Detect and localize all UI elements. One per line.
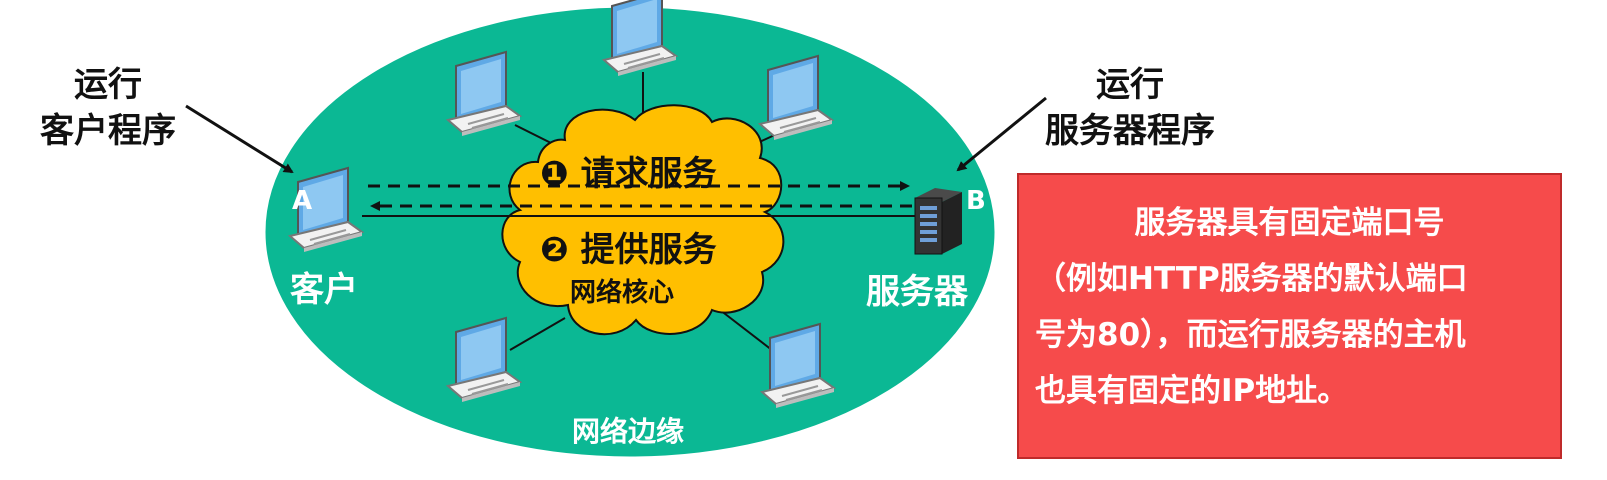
server-caption: 服务器: [866, 272, 968, 312]
client-program-label-line1: 运行: [74, 65, 142, 105]
server-program-label-line1: 运行: [1096, 65, 1164, 105]
server-pointer-arrow: [956, 96, 1047, 172]
provide-service-label: ❷ 提供服务: [540, 230, 717, 270]
note-line: 服务器具有固定端口号: [1134, 205, 1445, 241]
server-icon: [914, 188, 962, 255]
note-line: 也具有固定的IP地址。: [1035, 373, 1349, 409]
client-program-label: 运行 客户程序: [18, 62, 198, 154]
request-service-label: ❶ 请求服务: [540, 154, 717, 194]
client-program-label-line2: 客户程序: [40, 111, 176, 151]
network-core-caption: 网络核心: [570, 278, 675, 308]
network-core-cloud: [501, 104, 785, 336]
server-program-label-line2: 服务器程序: [1045, 111, 1215, 151]
network-edge-caption: 网络边缘: [572, 415, 685, 448]
client-pointer-arrow: [185, 104, 294, 174]
note-line: （例如HTTP服务器的默认端口: [1035, 261, 1468, 297]
client-letter: A: [292, 186, 313, 216]
client-caption: 客户: [290, 270, 358, 310]
server-letter: B: [966, 186, 986, 216]
server-port-note: 服务器具有固定端口号 （例如HTTP服务器的默认端口 号为80），而运行服务器的…: [1017, 173, 1562, 459]
server-program-label: 运行 服务器程序: [1030, 62, 1230, 154]
note-line: 号为80），而运行服务器的主机: [1035, 317, 1466, 353]
